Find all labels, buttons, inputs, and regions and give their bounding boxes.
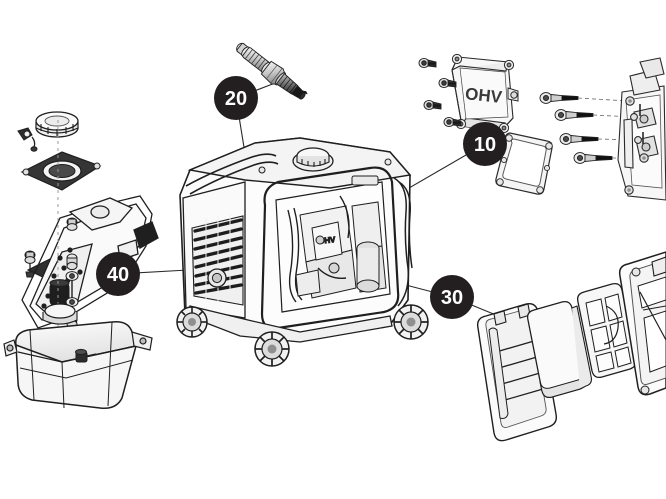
callout-label: 20: [225, 88, 247, 110]
valve-cover-screw: [418, 57, 437, 69]
callout-label: 10: [474, 134, 496, 156]
head-bolt: [573, 152, 613, 164]
callout-20[interactable]: 20: [214, 76, 258, 120]
spark-plug: [236, 42, 308, 100]
callout-label: 40: [107, 264, 129, 286]
callout-10[interactable]: 10: [463, 122, 507, 166]
callout-bubble[interactable]: [463, 122, 507, 166]
generator-wheel: [393, 304, 429, 340]
generator-carry-handle: [185, 153, 279, 195]
head-bolt: [559, 133, 599, 145]
valve-cover-screw: [438, 77, 457, 89]
valve-cover-gasket: [495, 132, 553, 195]
generator-wheel: [176, 306, 208, 338]
fuel-tank-mount-stack: [49, 120, 79, 330]
fuel-tank: [3, 303, 153, 410]
cylinder-head-bolts: [539, 92, 644, 164]
head-bolt: [554, 109, 594, 121]
engine-ohv-text: OHV: [318, 235, 337, 246]
valve-cover-screws: [418, 57, 462, 128]
generator-internal-engine: OHV: [287, 195, 387, 303]
callout-30[interactable]: 30: [430, 275, 474, 319]
isolator-mount: [66, 217, 78, 231]
generator-fuel-cap: [292, 147, 334, 172]
inverter-generator-unit: OHV: [176, 137, 429, 367]
cylinder-head: [617, 57, 666, 201]
callout-label: 30: [441, 287, 463, 309]
generator-vent-grille: [191, 214, 244, 306]
ohv-valve-cover: OHV: [451, 53, 519, 134]
isolator-mount: [24, 250, 36, 278]
callout-bubble[interactable]: [214, 76, 258, 120]
valve-cover-screw: [423, 99, 442, 111]
air-filter-housing: [618, 251, 666, 396]
head-bolt: [539, 92, 579, 104]
valve-cover-screw: [443, 116, 462, 128]
callout-40[interactable]: 40: [96, 252, 140, 296]
generator-right-post: [393, 177, 413, 307]
fuel-cap-retainer-clip: [17, 127, 38, 152]
generator-deck-details: [258, 158, 392, 186]
callout-bubble[interactable]: [96, 252, 140, 296]
generator-wheel: [254, 331, 290, 367]
fuel-cap: [35, 111, 79, 138]
fuel-filler-gasket: [20, 151, 102, 191]
ohv-emboss-text: OHV: [464, 84, 503, 107]
air-filter-element: [526, 300, 592, 399]
fuel-tank-fitting: [75, 348, 97, 363]
air-filter-grid: [576, 282, 638, 379]
callout-bubble[interactable]: [430, 275, 474, 319]
